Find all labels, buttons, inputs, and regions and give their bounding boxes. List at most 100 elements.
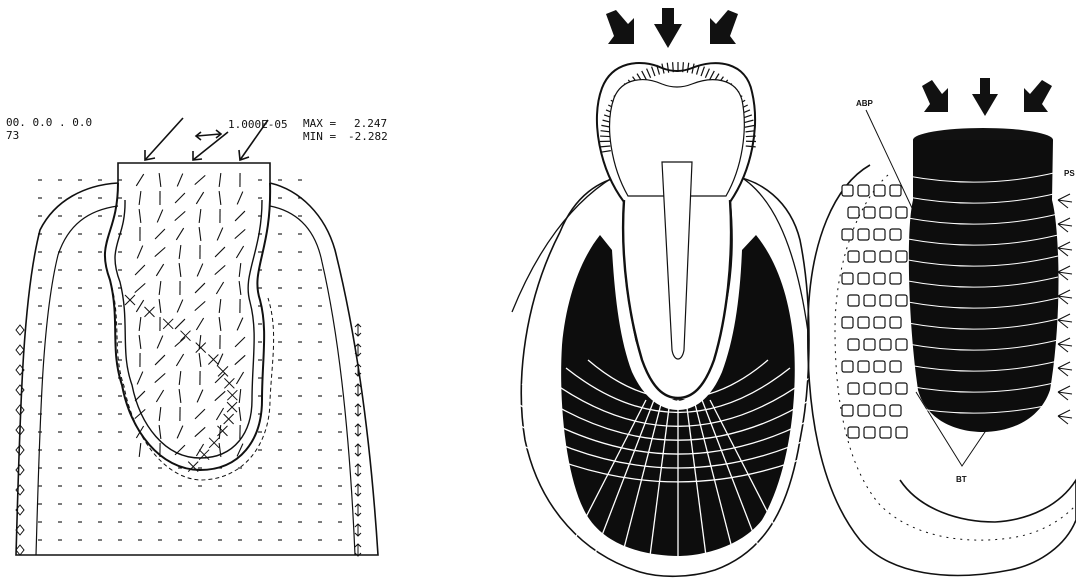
ligament-x-marker [181, 331, 191, 341]
vector [219, 191, 221, 205]
vector [239, 407, 241, 421]
force-arrows-middle [606, 8, 738, 48]
bone-cell [842, 185, 853, 196]
vector [235, 211, 245, 221]
ligament-x-marker [224, 378, 234, 388]
bone-cell [864, 295, 875, 306]
bone-cell [880, 251, 891, 262]
ligament-x-marker [163, 319, 173, 329]
vector [176, 228, 183, 240]
vector [157, 336, 163, 349]
bone-cell [874, 273, 885, 284]
bone-cell [896, 427, 907, 438]
bone-outline [16, 163, 378, 555]
thread-spike [1058, 362, 1072, 376]
ligament-x-marker [227, 402, 237, 412]
bone-cell [848, 295, 859, 306]
vector [215, 247, 225, 257]
thread-spike [1058, 266, 1072, 280]
vector [175, 193, 185, 203]
vector [177, 300, 183, 313]
bone-cell [890, 361, 901, 372]
ligament-x-marker [144, 307, 154, 317]
vector [156, 264, 163, 276]
vector [139, 443, 141, 457]
edge-arrow-marker [355, 384, 361, 396]
fem-vector-plot: 00. 0.0 . 0.0 73 1.000E-05 MAX = 2.247 M… [6, 116, 388, 556]
ligament-x-marker [125, 295, 135, 305]
edge-arrow-marker [355, 464, 361, 476]
bone-cell [864, 339, 875, 350]
vector [216, 282, 223, 294]
implant-bone-illustration: ABP PS BT [808, 78, 1076, 575]
vector [236, 246, 243, 258]
header-left-line1: 00. 0.0 . 0.0 [6, 116, 92, 129]
bone-cell [890, 317, 901, 328]
bone-cells [842, 185, 907, 438]
edge-arrow-marker [355, 484, 361, 496]
vector [159, 173, 161, 187]
bone-cell [864, 251, 875, 262]
vector [196, 192, 203, 204]
ligament-x-marker [224, 414, 234, 424]
enamel-hatch-line [600, 136, 610, 137]
vector [199, 209, 201, 223]
vector [199, 227, 201, 241]
bone-cell [890, 185, 901, 196]
edge-arrow-marker [355, 364, 361, 376]
vector [239, 281, 241, 295]
vector [237, 192, 243, 205]
vector [175, 319, 185, 329]
bone-cell [874, 185, 885, 196]
ligament-x-marker [209, 438, 219, 448]
bone-cell [858, 361, 869, 372]
vector [139, 317, 141, 331]
min-label: MIN = [303, 130, 336, 143]
vector [235, 229, 245, 238]
vector [236, 372, 243, 384]
max-value: 2.247 [354, 117, 387, 130]
vector [135, 265, 145, 275]
cortical-line-right [270, 206, 355, 555]
bone-cell [880, 207, 891, 218]
edge-arrow-marker [355, 324, 361, 336]
vector [159, 407, 161, 421]
vector [136, 300, 143, 312]
bone-cell [848, 339, 859, 350]
vector [175, 211, 186, 220]
tooth-root-inner [115, 200, 262, 458]
bone-cell [890, 273, 901, 284]
bone-cell [842, 361, 853, 372]
vector [219, 173, 221, 187]
vector [215, 265, 225, 274]
thread-spike [1058, 410, 1072, 424]
edge-diamond-marker [16, 345, 24, 355]
vector [155, 229, 165, 239]
bone-cell [858, 229, 869, 240]
tooth-bone-illustration [456, 8, 900, 576]
ligament-x-marker [227, 390, 237, 400]
vector [195, 301, 205, 310]
vector [197, 390, 203, 403]
edge-diamond-marker [16, 465, 24, 475]
vector [156, 390, 163, 402]
tooth-root-outer [105, 183, 270, 470]
edge-arrow-marker [355, 404, 361, 416]
bone-cell [842, 229, 853, 240]
bone-cell [880, 339, 891, 350]
bone-cell [864, 207, 875, 218]
bone-cell [848, 383, 859, 394]
edge-arrow-marker [355, 444, 361, 456]
implant-body [909, 140, 1059, 432]
vector [217, 228, 223, 241]
vector [159, 425, 161, 439]
vector [139, 209, 141, 223]
vector [179, 245, 181, 259]
vector [139, 335, 141, 349]
scale-label: 1.000E-05 [228, 118, 288, 131]
vector [216, 408, 223, 420]
vector [239, 389, 240, 403]
enamel-hatch-line [683, 62, 684, 72]
bone-cell [874, 405, 885, 416]
